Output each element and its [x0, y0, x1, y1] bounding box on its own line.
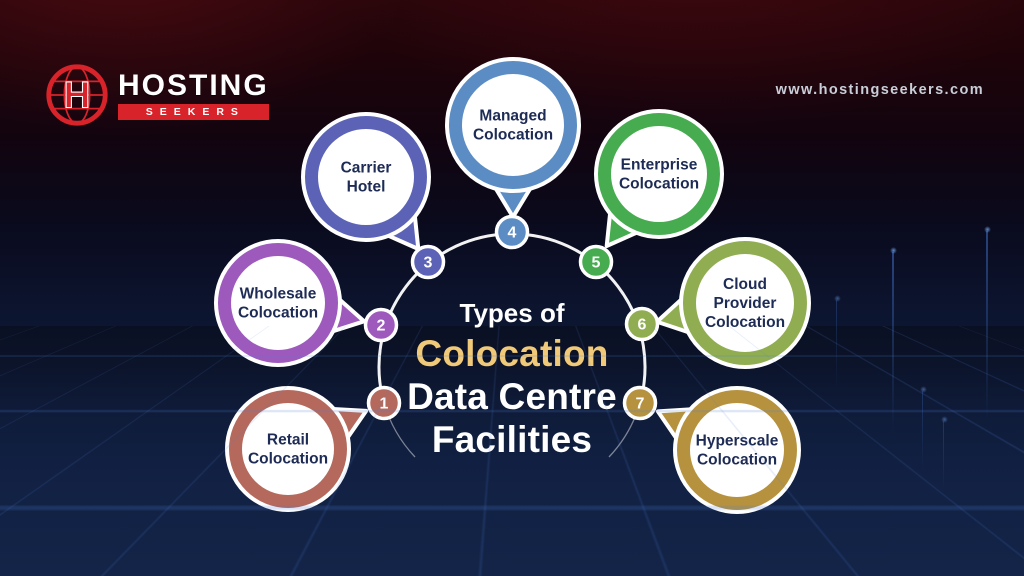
badge-circle: [578, 244, 614, 280]
bubble-face: [242, 403, 334, 495]
diagram-title: Types of Colocation Data Centre Faciliti…: [407, 297, 617, 461]
badge-number: 3: [424, 255, 433, 272]
badge-number: 1: [380, 396, 389, 413]
badge-7: 7: [622, 385, 658, 421]
bubble-face: [690, 403, 784, 497]
bubble-face: [462, 74, 564, 176]
globe-h-icon: H: [46, 64, 108, 126]
bubble-face: [231, 256, 325, 350]
badge-circle: [410, 244, 446, 280]
hostingseekers-logo: H HOSTING SEEKERS: [42, 60, 269, 130]
badge-3: 3: [410, 244, 446, 280]
title-line-4: Facilities: [431, 419, 593, 460]
badge-number: 4: [508, 225, 517, 242]
logo-text: HOSTING SEEKERS: [118, 68, 269, 120]
badge-6: 6: [624, 306, 660, 342]
title-line-2: Colocation: [415, 333, 609, 374]
bubble-face: [611, 126, 707, 222]
badge-2: 2: [363, 307, 399, 343]
badge-4: 4: [494, 214, 530, 250]
badge-number: 2: [377, 318, 386, 335]
title-line-1: Types of: [459, 298, 565, 328]
badge-number: 7: [636, 396, 645, 413]
logo-letter-h: H: [64, 75, 91, 116]
title-line-3: Data Centre: [407, 376, 617, 417]
badge-1: 1: [366, 385, 402, 421]
badge-number: 6: [638, 317, 647, 334]
brand-name-bottom: SEEKERS: [118, 103, 269, 120]
bubble-face: [318, 129, 414, 225]
website-url: www.hostingseekers.com: [775, 82, 984, 98]
badge-number: 5: [592, 255, 601, 272]
brand-name-top: HOSTING: [118, 68, 269, 102]
badge-5: 5: [578, 244, 614, 280]
badge-circle: [494, 214, 530, 250]
